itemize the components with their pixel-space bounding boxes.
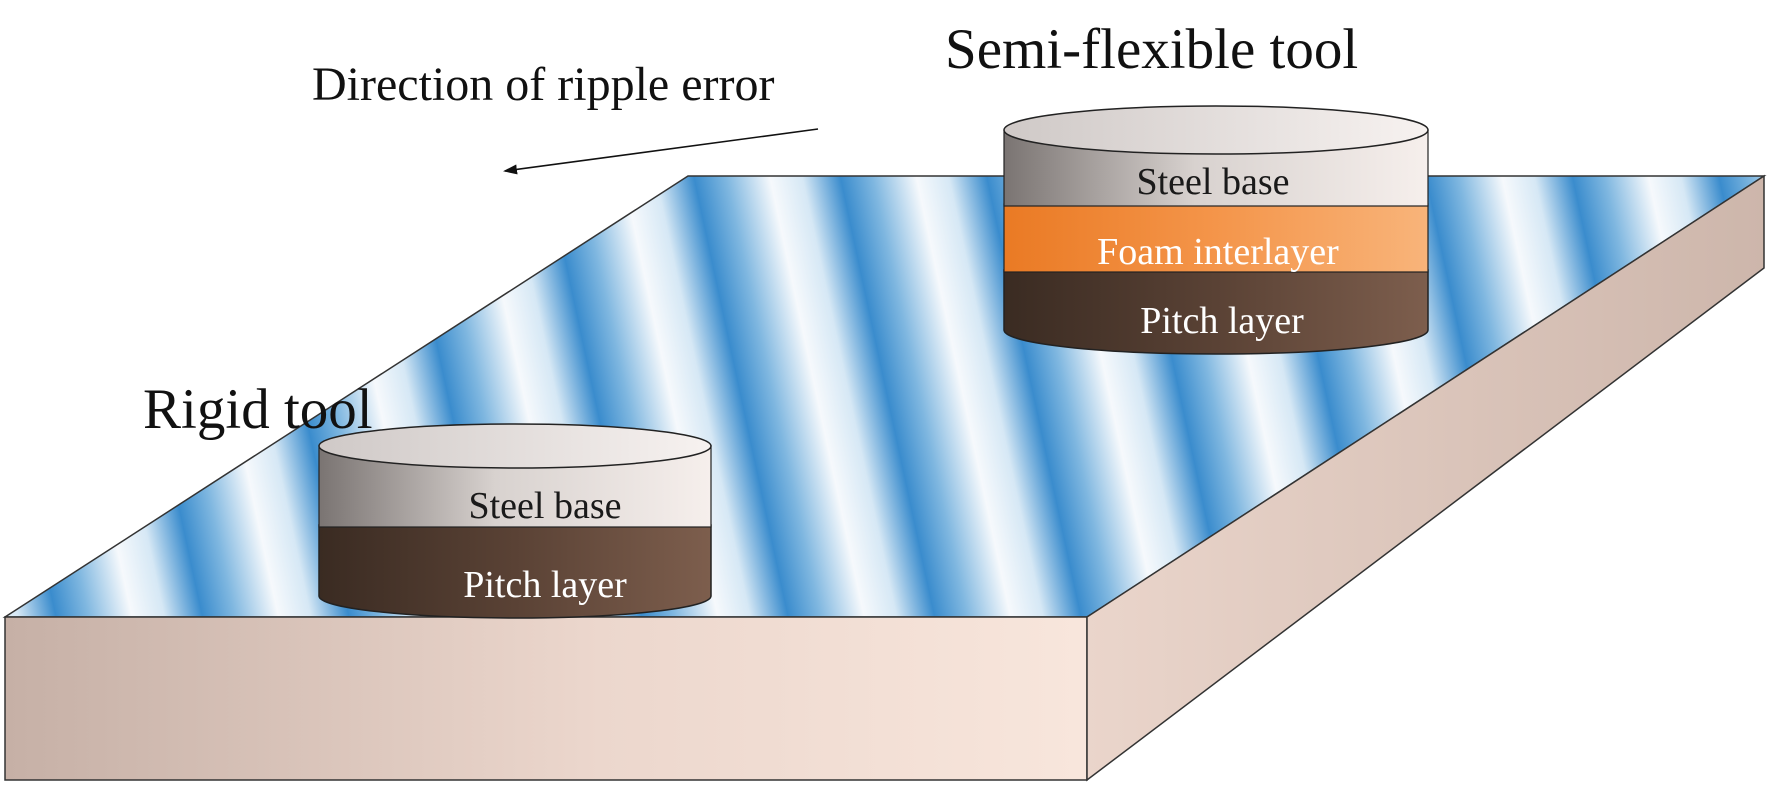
semi-flexible-tool: Semi-flexible tool Steel base Foam inter… [945,18,1429,355]
ripple-direction-annotation: Direction of ripple error [312,58,819,175]
direction-label: Direction of ripple error [312,58,774,111]
semi-flexible-tool-title: Semi-flexible tool [945,18,1358,81]
semi-foam-layer [1003,203,1429,273]
semi-tool-top [1003,105,1429,155]
workpiece-front-face [4,616,1088,781]
rigid-pitch-label: Pitch layer [463,564,627,606]
rigid-tool: Rigid tool Steel base Pitch layer [143,378,712,619]
rigid-steel-label: Steel base [468,485,621,527]
rigid-tool-title: Rigid tool [143,378,373,441]
workpiece-right-face [1086,174,1765,782]
semi-steel-label: Steel base [1136,161,1289,203]
semi-pitch-layer [1003,269,1429,355]
semi-pitch-label: Pitch layer [1140,300,1304,342]
rigid-pitch-layer [318,524,712,619]
rigid-tool-top [318,423,712,469]
direction-arrow [503,128,819,175]
workpiece-slab [2,174,1767,782]
semi-foam-label: Foam interlayer [1097,231,1339,273]
